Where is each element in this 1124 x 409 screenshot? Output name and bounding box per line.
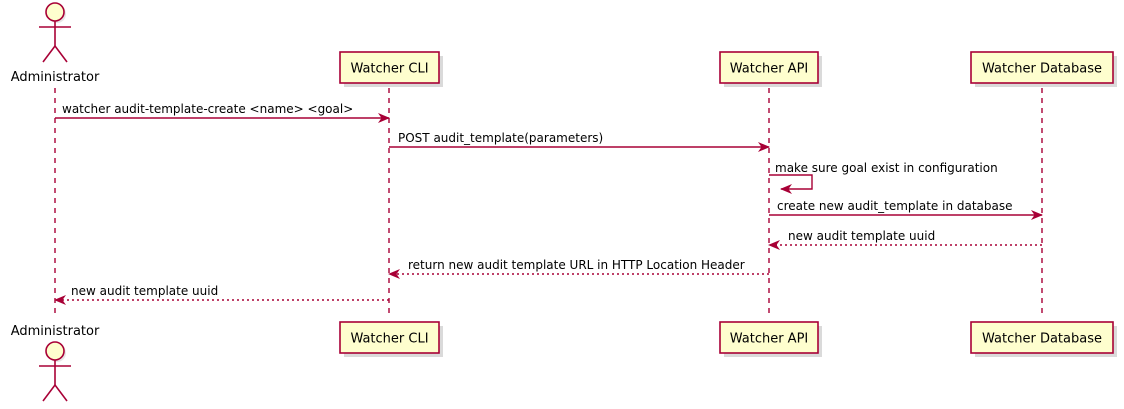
message-4[interactable]: create new audit_template in database xyxy=(769,199,1043,220)
participant-box-rect xyxy=(970,321,1114,354)
actor-head-icon xyxy=(45,341,65,361)
message-label-6: return new audit template URL in HTTP Lo… xyxy=(408,258,745,272)
participant-label-watcher-api: Watcher API xyxy=(730,332,809,347)
actor-leg-right xyxy=(54,384,68,402)
participant-box-watcher-cli-bottom[interactable]: Watcher CLI xyxy=(339,321,443,357)
message-label-4: create new audit_template in database xyxy=(777,199,1013,213)
participant-box-watcher-api-top[interactable]: Watcher API xyxy=(719,51,822,87)
actor-leg-right xyxy=(54,45,68,63)
message-label-3: make sure goal exist in configuration xyxy=(775,161,998,175)
participant-box-watcher-cli-top[interactable]: Watcher CLI xyxy=(339,51,443,87)
messages-layer: watcher audit-template-create <name> <go… xyxy=(54,102,1043,305)
participant-box-watcher-database-top[interactable]: Watcher Database xyxy=(970,51,1117,87)
lifelines-layer xyxy=(54,88,1043,318)
actor-leg-left xyxy=(42,384,56,402)
message-label-1: watcher audit-template-create <name> <go… xyxy=(62,102,353,116)
message-label-7: new audit template uuid xyxy=(71,284,218,298)
participant-box-rect xyxy=(719,51,819,84)
participant-label-watcher-database: Watcher Database xyxy=(982,62,1102,77)
actor-label-administrator-top: Administrator xyxy=(11,70,100,85)
message-6[interactable]: return new audit template URL in HTTP Lo… xyxy=(388,258,769,279)
actor-figure-administrator-top xyxy=(39,2,71,63)
message-5[interactable]: new audit template uuid xyxy=(768,229,1042,250)
message-1[interactable]: watcher audit-template-create <name> <go… xyxy=(55,102,390,123)
actor-leg-left xyxy=(42,45,56,63)
actor-head-icon xyxy=(45,2,65,22)
message-3[interactable]: make sure goal exist in configuration xyxy=(769,161,998,194)
message-label-5: new audit template uuid xyxy=(788,229,935,243)
participant-label-watcher-cli: Watcher CLI xyxy=(350,332,428,347)
participant-label-watcher-cli: Watcher CLI xyxy=(350,62,428,77)
participant-label-watcher-database: Watcher Database xyxy=(982,332,1102,347)
actor-label-administrator-bottom: Administrator xyxy=(11,324,100,339)
actor-figure-administrator-bottom xyxy=(39,341,71,402)
participant-box-watcher-database-bottom[interactable]: Watcher Database xyxy=(970,321,1117,357)
participant-box-rect xyxy=(339,51,440,84)
message-label-2: POST audit_template(parameters) xyxy=(398,131,603,145)
participant-boxes-layer: Watcher CLI Watcher CLI Watcher API Watcher… xyxy=(339,51,1117,357)
message-2[interactable]: POST audit_template(parameters) xyxy=(389,131,770,152)
participant-box-rect xyxy=(339,321,440,354)
message-7[interactable]: new audit template uuid xyxy=(54,284,389,305)
message-self-loop-path xyxy=(769,174,813,194)
participant-box-watcher-api-bottom[interactable]: Watcher API xyxy=(719,321,822,357)
participant-box-rect xyxy=(719,321,819,354)
participant-box-rect xyxy=(970,51,1114,84)
participant-label-watcher-api: Watcher API xyxy=(730,62,809,77)
